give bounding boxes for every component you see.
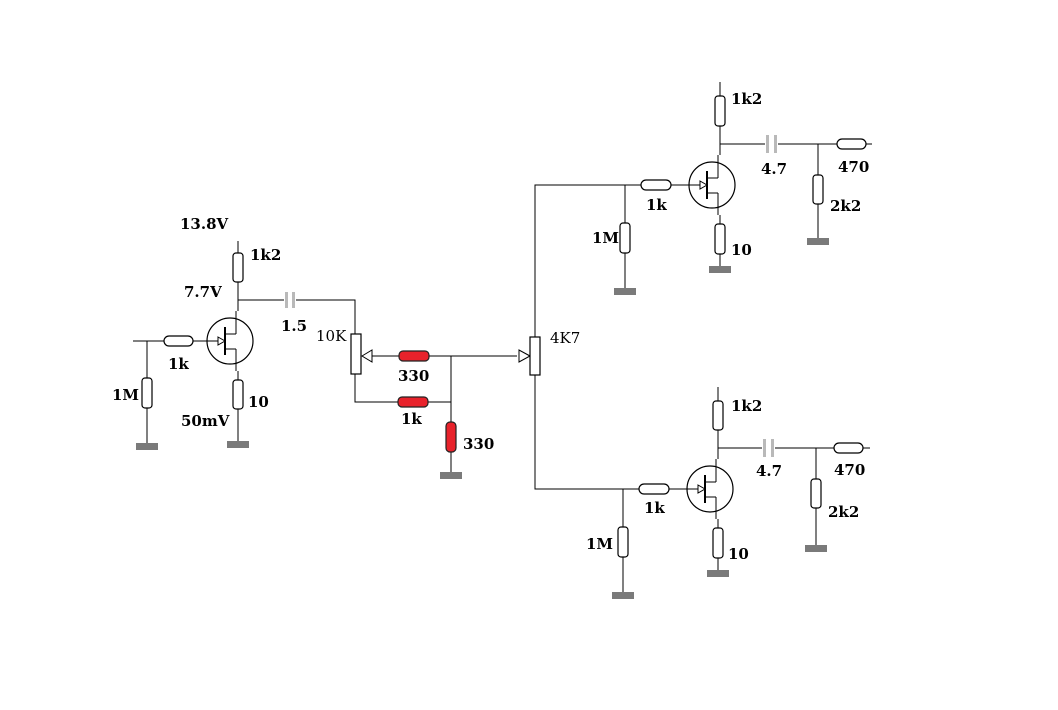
ground-symbol: [709, 266, 731, 273]
ground-symbol: [612, 592, 634, 599]
bottom-output-resistor: [833, 442, 864, 454]
q1-collector-voltage-label: 7.7V: [184, 283, 222, 301]
q1-base-resistor: [163, 335, 194, 347]
bottom-collector-wire: [717, 387, 870, 459]
top-emitter-resistor-label: 10: [731, 241, 752, 259]
bottom-collector-resistor: [712, 400, 724, 431]
q1-coupling-capacitor: [285, 292, 288, 308]
pot-4k7-wire: [534, 184, 641, 490]
supply-voltage-label: 13.8V: [180, 215, 229, 233]
input-stage: 13.8V 1k2 7.7V 1.5 1k 1M 10 50mV: [112, 215, 356, 450]
resistor-1k-red: [397, 396, 429, 408]
bottom-base-resistor-label: 1k: [644, 499, 665, 517]
q1-base-resistor-label: 1k: [168, 355, 189, 373]
bottom-base-resistor: [638, 483, 670, 495]
ground-symbol: [807, 238, 829, 245]
q1-input-resistor-label: 1M: [112, 386, 139, 404]
top-collector-resistor: [714, 95, 726, 127]
top-output-resistor: [836, 138, 867, 150]
resistor-1k-label: 1k: [401, 410, 422, 428]
ground-symbol: [227, 441, 249, 448]
q1-coupling-capacitor: [292, 292, 295, 308]
pot-4k7-wiper: [518, 349, 532, 363]
q1-emitter-voltage-label: 50mV: [181, 412, 230, 430]
top-input-resistor: [619, 222, 631, 254]
resistor-330-series-label: 330: [398, 367, 429, 385]
bottom-load-resistor: [810, 478, 822, 509]
q1-coupling-capacitor-label: 1.5: [281, 317, 307, 335]
resistor-330-shunt: [445, 421, 457, 453]
bottom-output-stage: 1k2 4.7 470 2k2 1k 1M 10: [586, 387, 870, 599]
ground-symbol: [136, 443, 158, 450]
top-transistor: [688, 154, 736, 216]
top-base-resistor-label: 1k: [646, 196, 667, 214]
pot-10k-wiper: [361, 349, 373, 363]
attenuator-network: 10K 330 1k 330 4K7: [316, 184, 641, 490]
ground-symbol: [805, 545, 827, 552]
bottom-coupling-capacitor: [771, 439, 774, 457]
q1-transistor: [206, 310, 254, 372]
top-output-resistor-label: 470: [838, 158, 869, 176]
q1-input-resistor: [141, 377, 153, 409]
pot-4k7: [529, 336, 541, 376]
bottom-output-resistor-label: 470: [834, 461, 865, 479]
top-base-resistor: [640, 179, 672, 191]
q1-emitter-resistor: [232, 379, 244, 410]
top-load-resistor-label: 2k2: [830, 197, 861, 215]
q1-collector-wire: [237, 241, 356, 334]
top-input-resistor-label: 1M: [592, 229, 619, 247]
pot-10k: [350, 333, 362, 375]
pot-4k7-label: 4K7: [550, 329, 580, 347]
bottom-input-resistor: [617, 526, 629, 558]
top-emitter-resistor: [714, 223, 726, 255]
bottom-coupling-capacitor: [763, 439, 766, 457]
top-coupling-capacitor-label: 4.7: [761, 160, 787, 178]
top-coupling-capacitor: [774, 135, 777, 153]
top-coupling-capacitor: [766, 135, 769, 153]
ground-symbol: [440, 472, 462, 479]
top-output-stage: 1k2 4.7 470 2k2 1k 1M 10: [592, 82, 872, 295]
bottom-collector-resistor-label: 1k2: [731, 397, 762, 415]
resistor-330-shunt-label: 330: [463, 435, 494, 453]
q1-collector-resistor-label: 1k2: [250, 246, 281, 264]
top-collector-wire: [719, 82, 872, 155]
bottom-coupling-capacitor-label: 4.7: [756, 462, 782, 480]
bottom-emitter-resistor-label: 10: [728, 545, 749, 563]
ground-symbol: [614, 288, 636, 295]
ground-symbol: [707, 570, 729, 577]
bottom-emitter-resistor: [712, 527, 724, 559]
q1-emitter-resistor-label: 10: [248, 393, 269, 411]
resistor-330-series: [398, 350, 430, 362]
top-collector-resistor-label: 1k2: [731, 90, 762, 108]
bottom-transistor: [686, 458, 734, 520]
q1-collector-resistor: [232, 252, 244, 283]
pot-bottom-wire: [354, 374, 451, 403]
bottom-input-resistor-label: 1M: [586, 535, 613, 553]
bottom-load-resistor-label: 2k2: [828, 503, 859, 521]
top-load-resistor: [812, 174, 824, 205]
pot-10k-label: 10K: [316, 327, 347, 345]
